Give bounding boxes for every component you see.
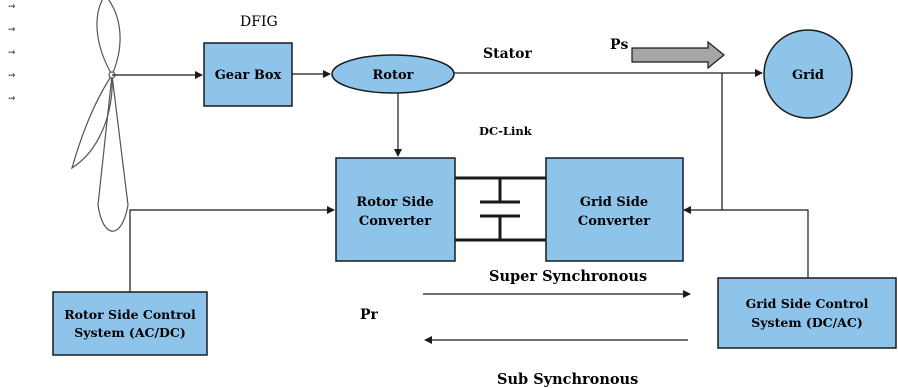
gsc-label-line1: Grid Side [580, 195, 648, 210]
grid-side-control-block: Grid Side Control System (DC/AC) [717, 277, 897, 349]
gsc-control-label-line2: System (DC/AC) [751, 315, 862, 330]
grid-block: Grid [763, 29, 853, 119]
wind-turbine-icon [70, 0, 129, 232]
grid-label: Grid [792, 68, 824, 83]
wind-marker: ⇾ [8, 25, 16, 35]
gsc-control-label-line1: Grid Side Control [746, 296, 869, 311]
wind-markers: ⇾ ⇾ ⇾ ⇾ ⇾ [8, 2, 16, 104]
wind-marker: ⇾ [8, 48, 16, 58]
sub-sync-label: Sub Synchronous [497, 371, 638, 388]
rotor-block: Rotor [331, 54, 455, 94]
rsc-control-link [129, 206, 335, 292]
rsc-control-label-line1: Rotor Side Control [64, 307, 196, 322]
grid-to-gsc [683, 73, 723, 214]
rotor-side-control-block: Rotor Side Control System (AC/DC) [52, 291, 208, 356]
gsc-control-link [722, 209, 809, 278]
rsc-control-label-line2: System (AC/DC) [74, 325, 185, 340]
diagram-title: DFIG [240, 14, 278, 30]
dc-link [455, 176, 546, 242]
gsc-label-line2: Converter [578, 214, 650, 229]
stator-label: Stator [483, 46, 532, 62]
gearbox-block: Gear Box [203, 42, 293, 107]
wind-marker: ⇾ [8, 94, 16, 104]
super-sync-label: Super Synchronous [489, 268, 647, 285]
connections [112, 69, 809, 344]
wind-marker: ⇾ [8, 71, 16, 81]
grid-side-converter-block: Grid Side Converter [545, 157, 684, 262]
rotor-side-converter-block: Rotor Side Converter [335, 157, 456, 262]
dc-link-label: DC-Link [479, 124, 533, 138]
rotor-label: Rotor [373, 68, 414, 83]
gearbox-label: Gear Box [215, 68, 282, 83]
wind-marker: ⇾ [8, 2, 16, 12]
rsc-label-line1: Rotor Side [356, 195, 433, 210]
rsc-label-line2: Converter [359, 214, 431, 229]
ps-label: Ps [610, 37, 629, 53]
ps-power-arrow [631, 40, 725, 70]
pr-label: Pr [360, 307, 379, 323]
